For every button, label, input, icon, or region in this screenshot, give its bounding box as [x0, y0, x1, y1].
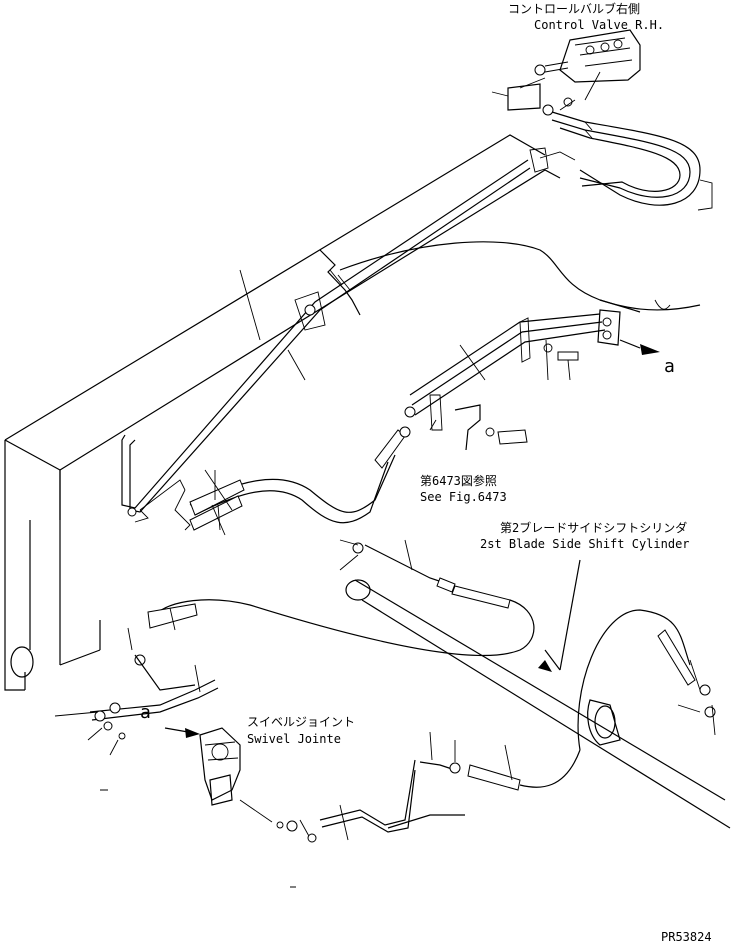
- cylinder-label-jp: 第2ブレードサイドシフトシリンダ: [500, 521, 688, 535]
- see-fig-label-jp: 第6473図参照: [420, 474, 497, 488]
- see-fig-label-en: See Fig.6473: [420, 490, 507, 504]
- leader-lines: [54, 269, 716, 888]
- control-valve: [491, 29, 641, 116]
- swivel-joint-label-jp: スイベルジョイント: [247, 715, 356, 729]
- valve-hose-loop: [551, 111, 713, 211]
- side-shift-cylinder: [345, 559, 731, 829]
- control-valve-label-en: Control Valve R.H.: [534, 18, 665, 32]
- main-frame: [4, 134, 701, 691]
- right-pipes: [409, 309, 660, 451]
- reference-a-right: a: [664, 356, 675, 377]
- cylinder-label-en: 2st Blade Side Shift Cylinder: [480, 537, 690, 551]
- frame-pipes: [121, 147, 576, 531]
- middle-hose: [189, 406, 416, 536]
- swivel-joint-label-en: Swivel Jointe: [247, 732, 341, 746]
- swivel-joint-area: [89, 679, 273, 823]
- reference-a-left: a: [140, 702, 151, 723]
- cylinder-hoses: [134, 539, 716, 843]
- drawing-number: PR53824: [661, 930, 712, 944]
- control-valve-label-jp: コントロールバルブ右側: [508, 2, 641, 16]
